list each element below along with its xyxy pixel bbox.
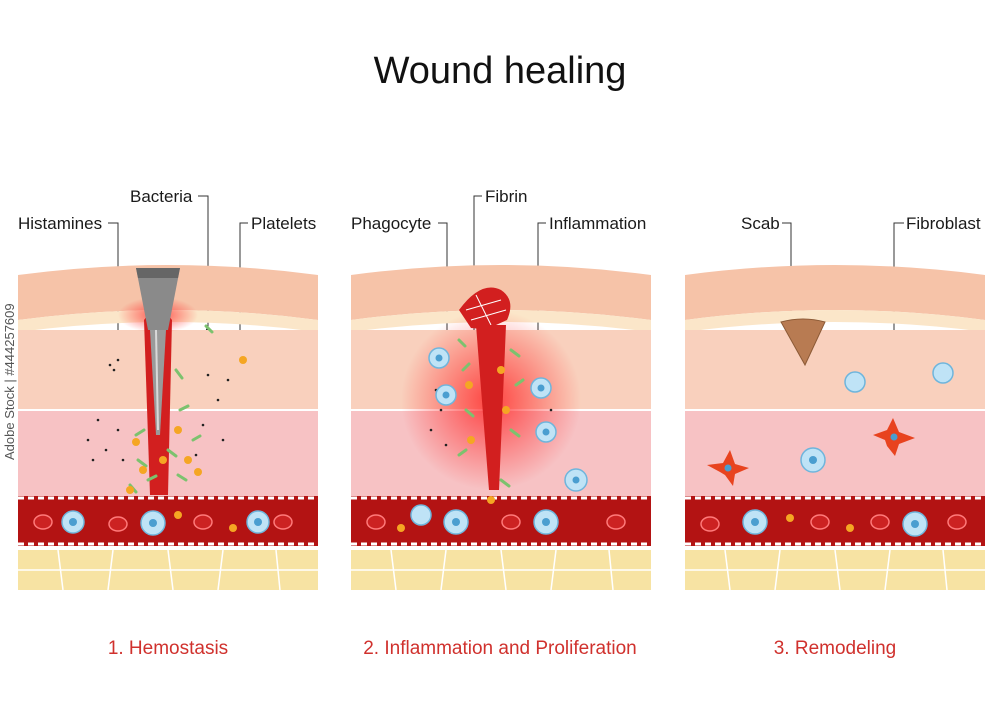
label-histamines: Histamines (18, 214, 103, 233)
bacterium-icon (457, 338, 525, 488)
label-fibrin: Fibrin (485, 187, 528, 206)
panel-remodeling (685, 265, 985, 591)
caption-remodeling: 3. Remodeling (773, 638, 897, 659)
epidermis-layer (685, 265, 985, 320)
wound-channel (476, 325, 506, 490)
label-scab: Scab (741, 214, 780, 233)
blood-vessel (685, 496, 985, 546)
white-blood-cell-icon (742, 362, 954, 537)
label-platelets: Platelets (251, 214, 317, 233)
caption-hemostasis: 1. Hemostasis (107, 638, 229, 659)
blood-vessel (351, 496, 651, 546)
panel-hemostasis (18, 265, 318, 591)
label-bacteria: Bacteria (130, 187, 193, 206)
scab-icon (780, 318, 826, 367)
caption-inflammation-proliferation: 2. Inflammation and Proliferation (363, 638, 637, 659)
watermark-text: Adobe Stock | #444257609 (2, 303, 17, 460)
label-fibroblast: Fibroblast (906, 214, 981, 233)
label-phagocyte: Phagocyte (351, 214, 432, 233)
fibrin-clot (459, 287, 511, 329)
platelet-icon (397, 366, 510, 532)
platelet-icon (786, 514, 854, 532)
diagram-title: Wound healing (373, 50, 627, 92)
skin-surface-layer (685, 310, 985, 332)
platelet-icon (126, 356, 247, 532)
red-blood-cell-icon (700, 514, 967, 532)
panel-inflammation (351, 265, 651, 591)
red-blood-cell-icon (366, 514, 626, 530)
needle-icon (136, 268, 180, 435)
red-blood-cell-icon (33, 514, 293, 532)
deep-dermis-layer (685, 410, 985, 496)
bacterium-icon (128, 324, 214, 494)
label-inflammation: Inflammation (549, 214, 647, 233)
